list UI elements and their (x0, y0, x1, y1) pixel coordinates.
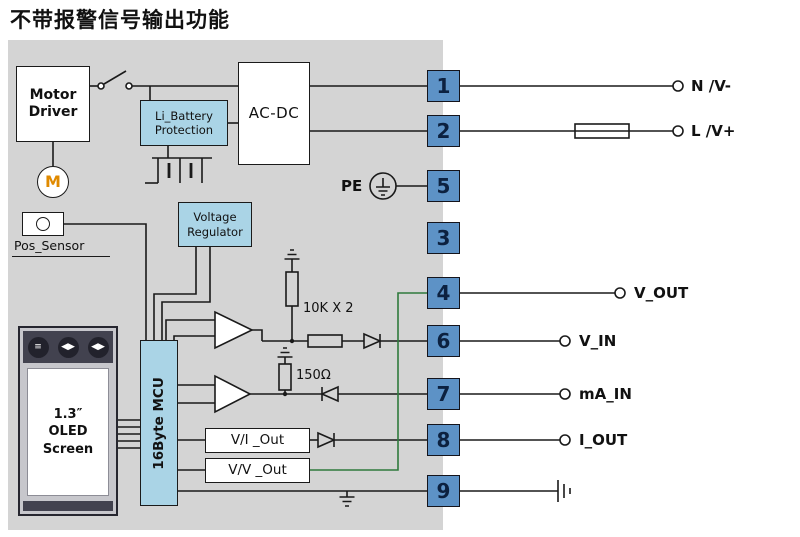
wire-vv-to-vout-green (310, 292, 430, 471)
position-sensor-label: Pos_Sensor (12, 238, 111, 257)
oled-footer-bar (23, 501, 113, 511)
oled-module: ≡ ◀▶ ◀▶ 1.3″ OLED Screen (18, 326, 118, 516)
opamp2-symbol (178, 374, 322, 414)
motor-driver-block: Motor Driver (16, 66, 90, 142)
resistor-value-10k: 10K X 2 (303, 301, 354, 316)
wire-vi-out (178, 431, 430, 449)
oled-mcu-bus (118, 419, 140, 449)
voltage-regulator-block: Voltage Regulator (178, 202, 252, 247)
page-title: 不带报警信号输出功能 (10, 8, 230, 32)
menu-button-icon: ≡ (27, 336, 49, 358)
terminal-8: 8 (427, 424, 460, 456)
oled-buttons-bar: ≡ ◀▶ ◀▶ (23, 331, 113, 363)
earth-terminal9-right (460, 480, 571, 502)
terminal-3: 3 (427, 222, 460, 254)
wire-terminal1-right (460, 80, 684, 92)
opamp1-symbol (165, 310, 263, 350)
wire-sensor-to-mcu (64, 223, 147, 340)
wire-terminal2-right (460, 123, 684, 139)
wire-regulator-to-mcu (153, 247, 211, 340)
power-switch-symbol (90, 70, 238, 100)
mcu-label: 16Byte MCU (150, 376, 167, 470)
wire-terminal9-ground (178, 490, 430, 507)
mcu-block: 16Byte MCU (140, 340, 178, 506)
vi-out-block: V/I _Out (205, 428, 310, 453)
vv-out-block: V/V _Out (205, 458, 310, 483)
label-v-in: V_IN (579, 332, 617, 350)
terminal-7: 7 (427, 378, 460, 410)
terminal-5: 5 (427, 170, 460, 202)
terminal-4: 4 (427, 277, 460, 309)
wire-terminal7-right (460, 388, 571, 400)
adjust-button-icon: ◀▶ (87, 336, 109, 358)
position-sensor-symbol (22, 212, 64, 236)
label-n-v-minus: N /V- (691, 77, 731, 95)
wire-terminal6-right (460, 335, 571, 347)
battery-cells-icon (145, 146, 212, 184)
resistor-150-symbol (277, 347, 293, 397)
label-ma-in: mA_IN (579, 385, 632, 403)
wire-terminal8-right (460, 434, 571, 446)
sensor-circle-icon (36, 217, 50, 231)
terminal-2: 2 (427, 115, 460, 147)
motor-symbol: M (37, 166, 69, 198)
terminal-6: 6 (427, 325, 460, 357)
diode-to-terminal7 (320, 385, 430, 403)
label-v-out: V_OUT (634, 284, 689, 302)
resistor-10k-symbol (284, 249, 300, 344)
wire-to-terminal6 (262, 332, 430, 350)
pe-label: PE (341, 177, 363, 195)
resistor-value-150: 150Ω (296, 368, 331, 383)
oled-screen: 1.3″ OLED Screen (27, 368, 109, 496)
pe-earth-icon (369, 172, 430, 200)
ac-dc-block: AC-DC (238, 62, 310, 165)
left-right-button-icon: ◀▶ (57, 336, 79, 358)
terminal-1: 1 (427, 70, 460, 102)
label-i-out: I_OUT (579, 431, 628, 449)
terminal-9: 9 (427, 475, 460, 507)
wire-terminal4-right (460, 287, 626, 299)
li-battery-protection-block: Li_Battery Protection (140, 100, 228, 146)
label-l-v-plus: L /V+ (691, 122, 736, 140)
